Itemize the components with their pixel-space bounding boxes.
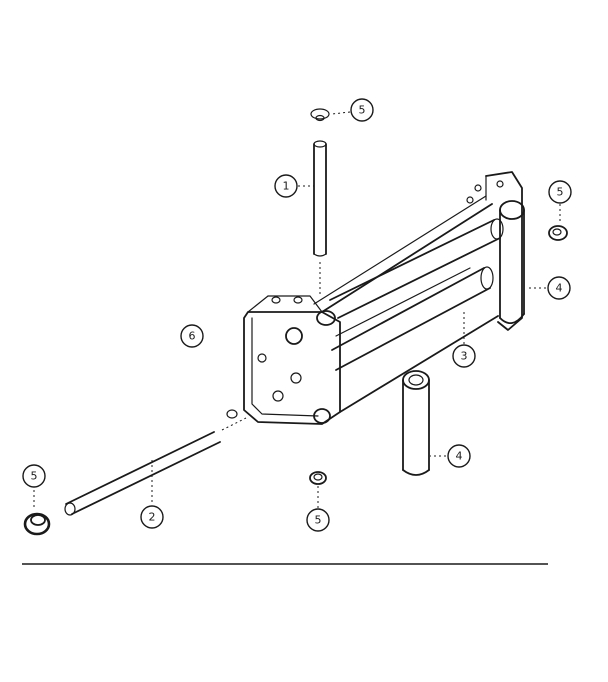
part-5-bushing-right	[548, 225, 568, 241]
svg-text:2: 2	[149, 511, 156, 524]
svg-text:4: 4	[456, 450, 463, 463]
fairlead-frame	[243, 171, 523, 425]
svg-text:5: 5	[359, 104, 366, 117]
part-5-bushing-bottom	[309, 471, 327, 485]
horizontal-rollers	[329, 218, 504, 371]
callout-1: 1	[274, 174, 298, 198]
svg-text:1: 1	[283, 180, 290, 193]
callout-4-lower: 4	[447, 444, 471, 468]
callout-5-left: 5	[22, 464, 46, 488]
svg-text:5: 5	[31, 470, 38, 483]
callout-6: 6	[180, 324, 204, 348]
part-5-bushing-left	[23, 512, 51, 536]
svg-text:5: 5	[557, 186, 564, 199]
part-2-horizontal-pin	[64, 409, 247, 516]
part-4-loose-roller	[402, 370, 430, 476]
callout-2: 2	[140, 505, 164, 529]
svg-text:5: 5	[315, 514, 322, 527]
svg-text:6: 6	[189, 330, 196, 343]
callout-5-top: 5	[350, 98, 374, 122]
callout-5-right: 5	[548, 180, 572, 204]
svg-text:4: 4	[556, 282, 563, 295]
rear-vertical-roller	[499, 200, 525, 324]
callout-3: 3	[452, 344, 476, 368]
svg-text:3: 3	[461, 350, 468, 363]
callout-5-bottom: 5	[306, 508, 330, 532]
leader-lines	[33, 111, 561, 510]
part-1-vertical-pin	[310, 108, 330, 296]
callout-4-right: 4	[547, 276, 571, 300]
